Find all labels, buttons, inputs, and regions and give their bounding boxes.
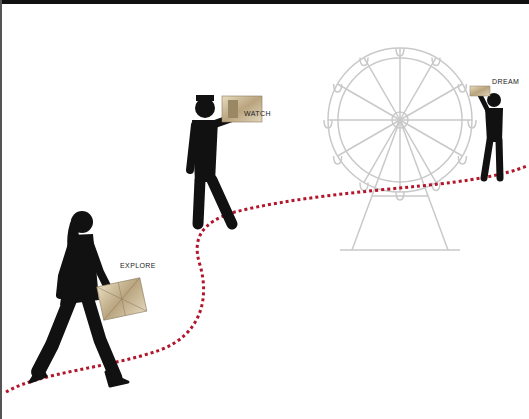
photo-detail [228, 100, 238, 118]
left-border [0, 0, 2, 419]
step-label: EXPLORE [120, 262, 156, 269]
step-label: DREAM [492, 78, 519, 85]
top-border [0, 0, 529, 4]
step-label: WATCH [244, 110, 271, 117]
ferris-wheel [324, 48, 476, 250]
photo [470, 86, 490, 96]
man-silhouette [480, 93, 503, 178]
dotted-path [6, 166, 527, 392]
photo [222, 96, 262, 122]
photo [97, 278, 147, 320]
